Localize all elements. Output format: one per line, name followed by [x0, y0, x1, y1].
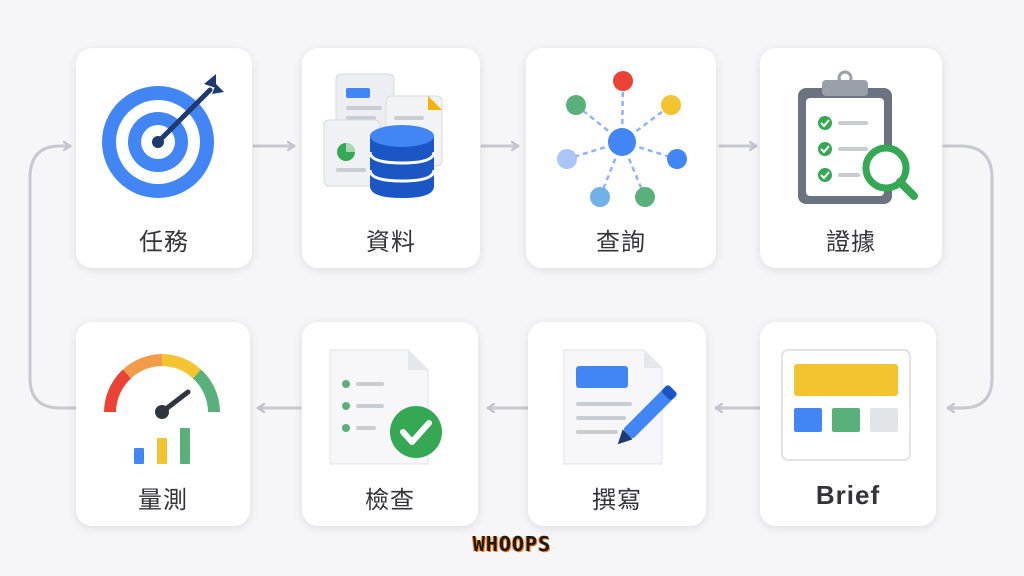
- step-card-check[interactable]: 檢查: [302, 322, 478, 526]
- step-label: 撰寫: [592, 486, 642, 514]
- step-card-write[interactable]: 撰寫: [528, 322, 706, 526]
- step-label: 證據: [826, 228, 876, 256]
- step-label: 檢查: [365, 486, 415, 514]
- step-label: Brief: [815, 480, 881, 510]
- watermark-logo: WHOOPS: [472, 532, 552, 556]
- layout-icon: [781, 349, 911, 461]
- database-icon: [323, 73, 443, 198]
- step-card-evidence[interactable]: 證據: [760, 48, 942, 268]
- arrow-4-5: [942, 144, 994, 408]
- step-card-mission[interactable]: 任務: [76, 48, 252, 268]
- step-label: 資料: [366, 228, 416, 256]
- document-pen-icon: [563, 349, 677, 465]
- step-card-data[interactable]: 資料: [302, 48, 480, 268]
- arrow-8-1: [28, 146, 78, 410]
- network-icon: [557, 71, 687, 207]
- clipboard-search-icon: [798, 70, 918, 204]
- target-icon: [102, 74, 224, 198]
- step-label: 任務: [139, 228, 189, 256]
- document-check-icon: [329, 349, 442, 465]
- step-label: 量測: [138, 486, 188, 514]
- step-card-query[interactable]: 查詢: [526, 48, 716, 268]
- step-card-measure[interactable]: 量測: [76, 322, 250, 526]
- step-card-brief[interactable]: Brief: [760, 322, 936, 526]
- gauge-icon: [104, 354, 220, 464]
- step-label: 查詢: [596, 228, 646, 256]
